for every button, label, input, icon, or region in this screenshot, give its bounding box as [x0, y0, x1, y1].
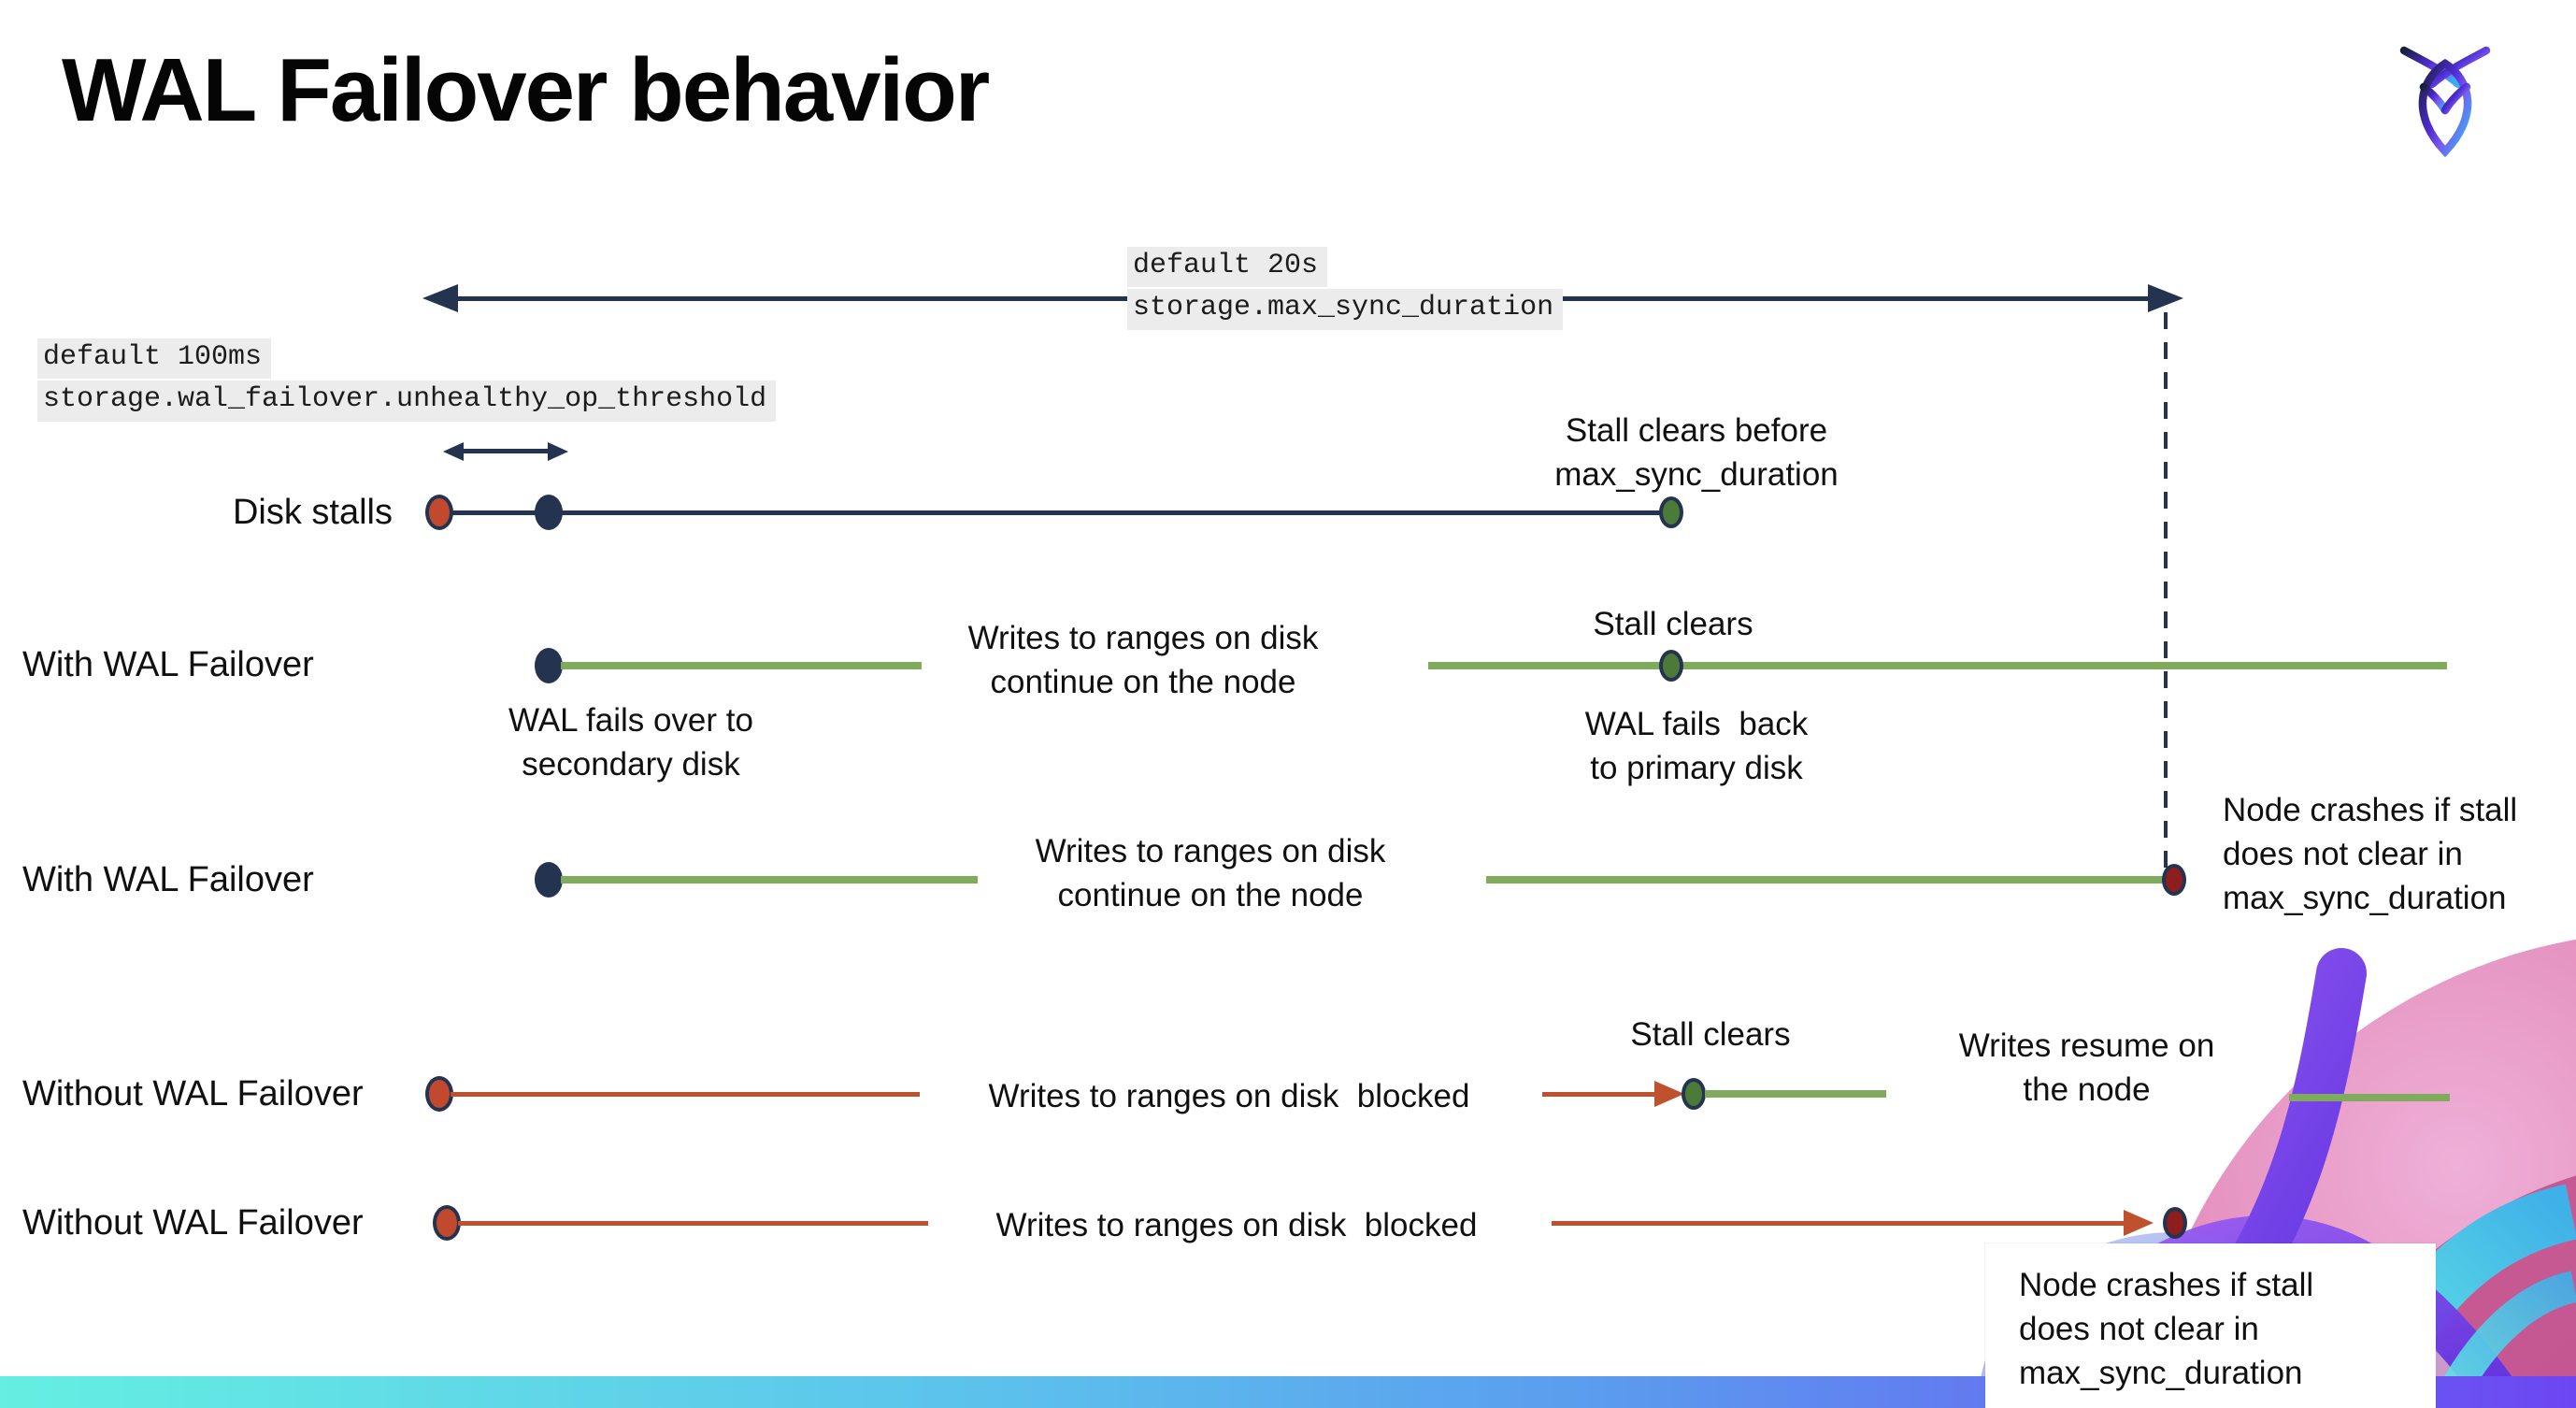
- max-sync-default-label: default 20s: [1127, 247, 1328, 288]
- annotation-writes-continue-1: Writes to ranges on disk continue on the…: [967, 620, 1319, 700]
- arrow-head-right-icon: [2148, 284, 2183, 312]
- unhealthy-op-default-label: default 100ms: [37, 338, 272, 380]
- cockroachdb-logo-icon: [2399, 46, 2491, 157]
- threshold-dot: [535, 495, 563, 530]
- failover-dot-2: [535, 862, 563, 898]
- red-arrow-head-icon-2: [2124, 1210, 2154, 1236]
- writes-blocked-line-1a: [451, 1092, 920, 1097]
- writes-continue-line-2a: [561, 876, 978, 884]
- unhealthy-op-threshold-callout: default 100ms storage.wal_failover.unhea…: [37, 338, 777, 424]
- page-title: WAL Failover behavior: [62, 40, 990, 140]
- small-arrow-head-right-icon: [548, 442, 568, 461]
- annotation-writes-resume: Writes resume on the node: [1958, 1027, 2215, 1108]
- row-label-without-wal-failover-2: Without WAL Failover: [22, 1203, 364, 1243]
- node-crash-dot-2: [2163, 1207, 2187, 1239]
- stall-clears-dot: [1659, 496, 1683, 528]
- arrow-head-left-icon: [422, 284, 458, 312]
- annotation-writes-blocked-1: Writes to ranges on disk blocked: [988, 1078, 1470, 1114]
- writes-blocked-line-2a: [458, 1221, 928, 1226]
- annotation-node-crashes-top: Node crashes if stall does not clear in …: [2223, 792, 2518, 916]
- max-sync-duration-callout: default 20s storage.max_sync_duration: [1127, 247, 1564, 332]
- row-label-without-wal-failover-1: Without WAL Failover: [22, 1074, 364, 1113]
- annotation-node-crashes-bottom: Node crashes if stall does not clear in …: [2019, 1267, 2314, 1391]
- node-crashes-callout-box: Node crashes if stall does not clear in …: [1985, 1243, 2436, 1408]
- writes-resume-line-a: [1705, 1090, 1886, 1098]
- annotation-stall-clears-2: Stall clears: [1630, 1016, 1791, 1053]
- max-sync-duration-dashed-line: [2164, 312, 2168, 868]
- annotation-stall-clears-1: Stall clears: [1593, 606, 1753, 642]
- max-sync-setting-label: storage.max_sync_duration: [1127, 289, 1564, 330]
- stall-start-dot-2: [425, 1076, 453, 1112]
- annotation-wal-fails-back: WAL fails back to primary disk: [1584, 706, 1809, 786]
- writes-resume-line-b: [2289, 1094, 2450, 1101]
- node-crash-dot-1: [2162, 864, 2186, 896]
- unhealthy-op-setting-label: storage.wal_failover.unhealthy_op_thresh…: [37, 381, 777, 422]
- failover-dot: [535, 648, 563, 683]
- stall-start-dot-3: [433, 1205, 461, 1241]
- unhealthy-op-arrow-shaft: [462, 449, 548, 453]
- annotation-stall-clears-before: Stall clears before max_sync_duration: [1554, 412, 1839, 493]
- stall-clears-dot-3: [1682, 1078, 1706, 1110]
- annotation-writes-blocked-2: Writes to ranges on disk blocked: [995, 1207, 1478, 1243]
- blocked-arrow-shaft-2: [1552, 1221, 2124, 1226]
- red-arrow-head-icon-1: [1654, 1081, 1684, 1107]
- stall-start-dot: [425, 495, 453, 530]
- writes-continue-line-1b: [1428, 662, 2447, 669]
- disk-stalls-timeline: [439, 510, 1671, 515]
- writes-continue-line-2b: [1486, 876, 2175, 884]
- annotation-wal-fails-over: WAL fails over to secondary disk: [508, 702, 753, 783]
- small-arrow-head-left-icon: [443, 442, 464, 461]
- row-label-with-wal-failover-2: With WAL Failover: [22, 860, 314, 899]
- row-label-with-wal-failover-1: With WAL Failover: [22, 645, 314, 684]
- writes-continue-line-1a: [561, 662, 922, 669]
- blocked-arrow-shaft-1: [1542, 1092, 1654, 1097]
- row-label-disk-stalls: Disk stalls: [232, 493, 393, 532]
- stall-clears-dot-2: [1659, 650, 1683, 682]
- annotation-writes-continue-2: Writes to ranges on disk continue on the…: [1035, 833, 1386, 913]
